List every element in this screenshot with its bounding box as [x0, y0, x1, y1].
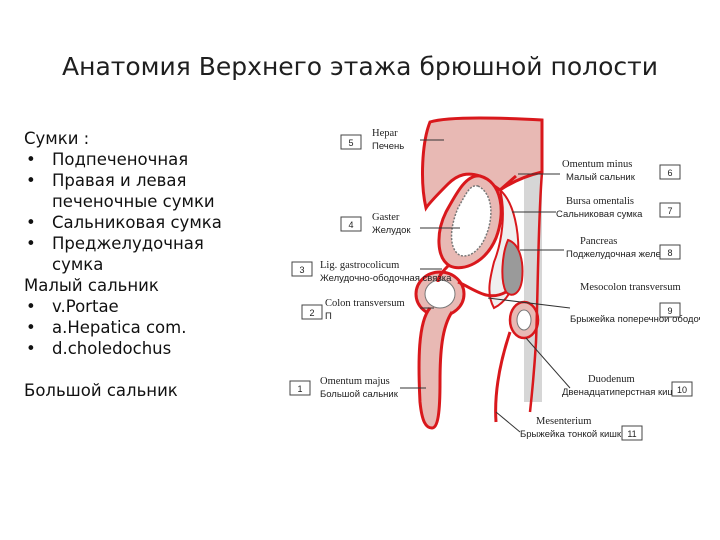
- svg-text:10: 10: [677, 385, 687, 395]
- svg-text:Желудочно-ободочная связка: Желудочно-ободочная связка: [320, 273, 452, 284]
- label-4-colon: 2 Colon transversum П: [302, 298, 434, 322]
- svg-text:Поджелудочная железа: Поджелудочная железа: [566, 249, 671, 260]
- svg-text:Gaster: Gaster: [372, 212, 400, 223]
- bursae-heading: Сумки :: [24, 128, 254, 149]
- lesser-item-choledochus: d.choledochus: [24, 338, 254, 359]
- svg-text:Двенадцатиперстная кишка: Двенадцатиперстная кишка: [562, 387, 685, 398]
- svg-text:Печень: Печень: [372, 141, 404, 152]
- svg-text:8: 8: [667, 248, 672, 258]
- svg-text:9: 9: [667, 306, 672, 316]
- svg-text:Брыжейка тонкой кишки: Брыжейка тонкой кишки: [520, 429, 626, 440]
- anatomy-diagram: 5 Hepar Печень 4 Gaster Желудок 3 Lig. g…: [280, 112, 700, 477]
- lesser-item-portae: v.Portae: [24, 296, 254, 317]
- duodenum-lumen: [517, 310, 531, 330]
- bursa-item-hepatic: Правая и левая печеночные сумки: [24, 170, 254, 212]
- bursa-item-omental: Сальниковая сумка: [24, 212, 254, 233]
- svg-text:Bursa omentalis: Bursa omentalis: [566, 196, 634, 207]
- svg-text:2: 2: [309, 308, 314, 318]
- svg-text:Omentum minus: Omentum minus: [562, 159, 632, 170]
- svg-text:Duodenum: Duodenum: [588, 374, 635, 385]
- svg-text:6: 6: [667, 168, 672, 178]
- greater-omentum-heading: Большой сальник: [24, 380, 254, 401]
- svg-text:Сальниковая сумка: Сальниковая сумка: [556, 209, 643, 220]
- svg-text:Pancreas: Pancreas: [580, 236, 617, 247]
- slide-title: Анатомия Верхнего этажа брюшной полости: [0, 52, 720, 81]
- svg-text:5: 5: [348, 138, 353, 148]
- bursa-item-pregastric: Преджелудочная сумка: [24, 233, 254, 275]
- lesser-item-hepatica: a.Hepatica com.: [24, 317, 254, 338]
- bursa-item-subhepatic: Подпеченочная: [24, 149, 254, 170]
- svg-text:Hepar: Hepar: [372, 128, 398, 139]
- text-block: Сумки : Подпеченочная Правая и левая печ…: [24, 128, 254, 401]
- pancreas-shape: [502, 240, 522, 295]
- svg-text:Большой сальник: Большой сальник: [320, 389, 399, 400]
- svg-text:Omentum majus: Omentum majus: [320, 376, 390, 387]
- greater-omentum: [419, 308, 452, 428]
- svg-text:7: 7: [667, 206, 672, 216]
- label-11-mesenterium: Mesenterium Брыжейка тонкой кишки 11: [496, 412, 642, 440]
- svg-text:Colon transversum: Colon transversum: [325, 298, 405, 309]
- label-8-pancreas: Pancreas Поджелудочная железа 8: [520, 236, 680, 260]
- svg-text:1: 1: [297, 384, 302, 394]
- svg-text:4: 4: [348, 220, 353, 230]
- label-5-omentum-majus: 1 Omentum majus Большой сальник: [290, 376, 426, 400]
- svg-text:Желудок: Желудок: [372, 225, 411, 236]
- svg-text:11: 11: [627, 429, 636, 439]
- label-3-lig-gastrocolicum: 3 Lig. gastrocolicum Желудочно-ободочная…: [292, 260, 452, 284]
- label-10-duodenum: Duodenum Двенадцатиперстная кишка 10: [526, 338, 692, 398]
- svg-text:П: П: [325, 311, 332, 322]
- svg-text:Mesocolon transversum: Mesocolon transversum: [580, 282, 681, 293]
- svg-text:Малый сальник: Малый сальник: [566, 172, 636, 183]
- svg-text:3: 3: [299, 265, 304, 275]
- colon-lumen: [425, 280, 455, 308]
- mesentery: [496, 332, 510, 422]
- lesser-omentum-heading: Малый сальник: [24, 275, 254, 296]
- svg-text:Lig. gastrocolicum: Lig. gastrocolicum: [320, 260, 399, 271]
- svg-text:Mesenterium: Mesenterium: [536, 416, 591, 427]
